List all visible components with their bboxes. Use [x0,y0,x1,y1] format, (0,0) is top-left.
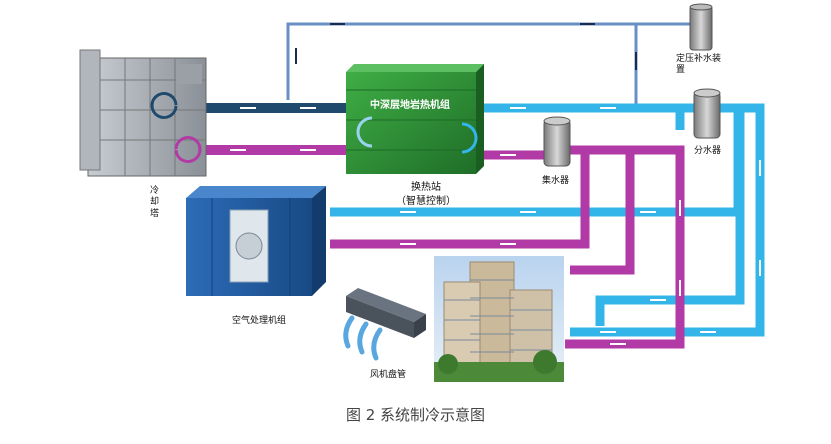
geothermal-unit [346,64,484,174]
air-handling-unit [186,186,326,296]
tower-supply-pipe [190,103,358,113]
figure-caption: 图 2 系统制冷示意图 [345,406,486,424]
tower-return-pipe [190,145,358,155]
label-station-sub: （智慧控制） [396,196,456,207]
makeup-line-arrows [295,23,637,70]
water-distributor [693,88,721,139]
label-cooling-tower: 冷却塔 [150,186,164,220]
building-image [434,256,564,382]
cooling-tower [79,49,207,177]
label-water-distributor: 分水器 [694,146,722,156]
label-water-collector: 集水器 [542,176,570,186]
label-geothermal-unit: 中深层地岩热机组 [370,100,450,111]
label-cooling-tower-text: 冷却塔 [150,186,160,219]
makeup-water-tank [689,3,713,51]
label-makeup-water: 定压补水装置 [676,54,722,76]
label-station: 换热站 [411,182,441,193]
label-air-handler: 空气处理机组 [232,316,287,326]
return-arrows [400,154,681,345]
label-fan-coil: 风机盘管 [370,370,407,380]
fan-coil-unit [343,288,426,361]
water-collector [543,116,571,167]
